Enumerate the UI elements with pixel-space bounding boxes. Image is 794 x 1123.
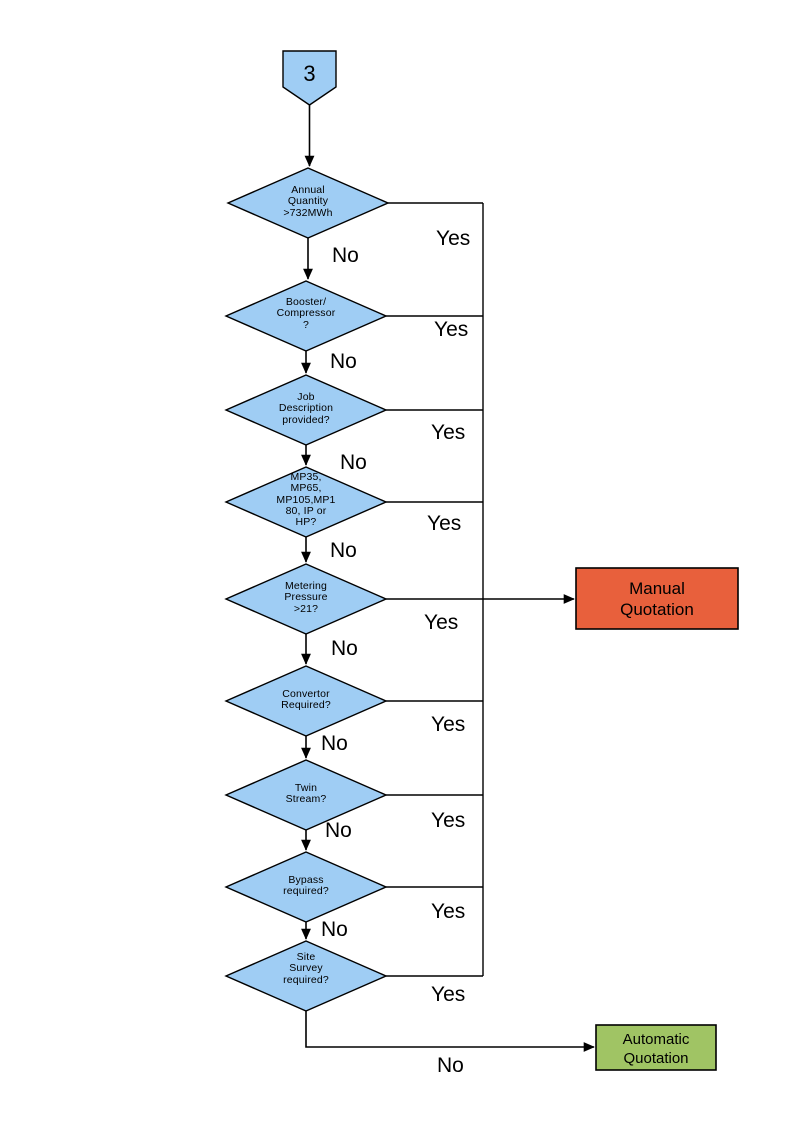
- branch-label-no-job-description: No: [340, 451, 367, 474]
- decision-shape-bypass: [224, 851, 388, 923]
- branch-label-yes-site-survey: Yes: [431, 983, 466, 1006]
- start-node-shape: [282, 50, 337, 106]
- branch-label-yes-twin-stream: Yes: [431, 809, 466, 832]
- decision-shape-meter-type: [224, 466, 388, 538]
- branch-label-yes-job-description: Yes: [431, 421, 466, 444]
- decision-shape-annual-quantity: [226, 167, 390, 239]
- decision-shape-booster-compressor: [224, 280, 388, 352]
- branch-label-no-bypass: No: [321, 918, 348, 941]
- branch-label-yes-metering-pressure: Yes: [424, 611, 459, 634]
- branch-label-no-booster-compressor: No: [330, 350, 357, 373]
- branch-label-no-metering-pressure: No: [331, 637, 358, 660]
- branch-label-yes-booster-compressor: Yes: [434, 318, 469, 341]
- decision-shape-metering-pressure: [224, 563, 388, 635]
- branch-label-yes-bypass: Yes: [431, 900, 466, 923]
- branch-label-no-final: No: [437, 1054, 464, 1077]
- branch-label-yes-meter-type: Yes: [427, 512, 462, 535]
- branch-label-no-annual-quantity: No: [332, 244, 359, 267]
- outcome-shape-manual-quotation: [575, 567, 739, 630]
- decision-shape-job-description: [224, 374, 388, 446]
- branch-label-no-meter-type: No: [330, 539, 357, 562]
- branch-label-yes-annual-quantity: Yes: [436, 227, 471, 250]
- outcome-shape-automatic-quotation: [595, 1024, 717, 1071]
- branch-label-no-convertor: No: [321, 732, 348, 755]
- decision-shape-convertor: [224, 665, 388, 737]
- decision-shape-site-survey: [224, 940, 388, 1012]
- decision-shape-twin-stream: [224, 759, 388, 831]
- branch-label-no-twin-stream: No: [325, 819, 352, 842]
- edge-no-site-survey-to-automatic: [305, 1011, 595, 1052]
- branch-label-yes-convertor: Yes: [431, 713, 466, 736]
